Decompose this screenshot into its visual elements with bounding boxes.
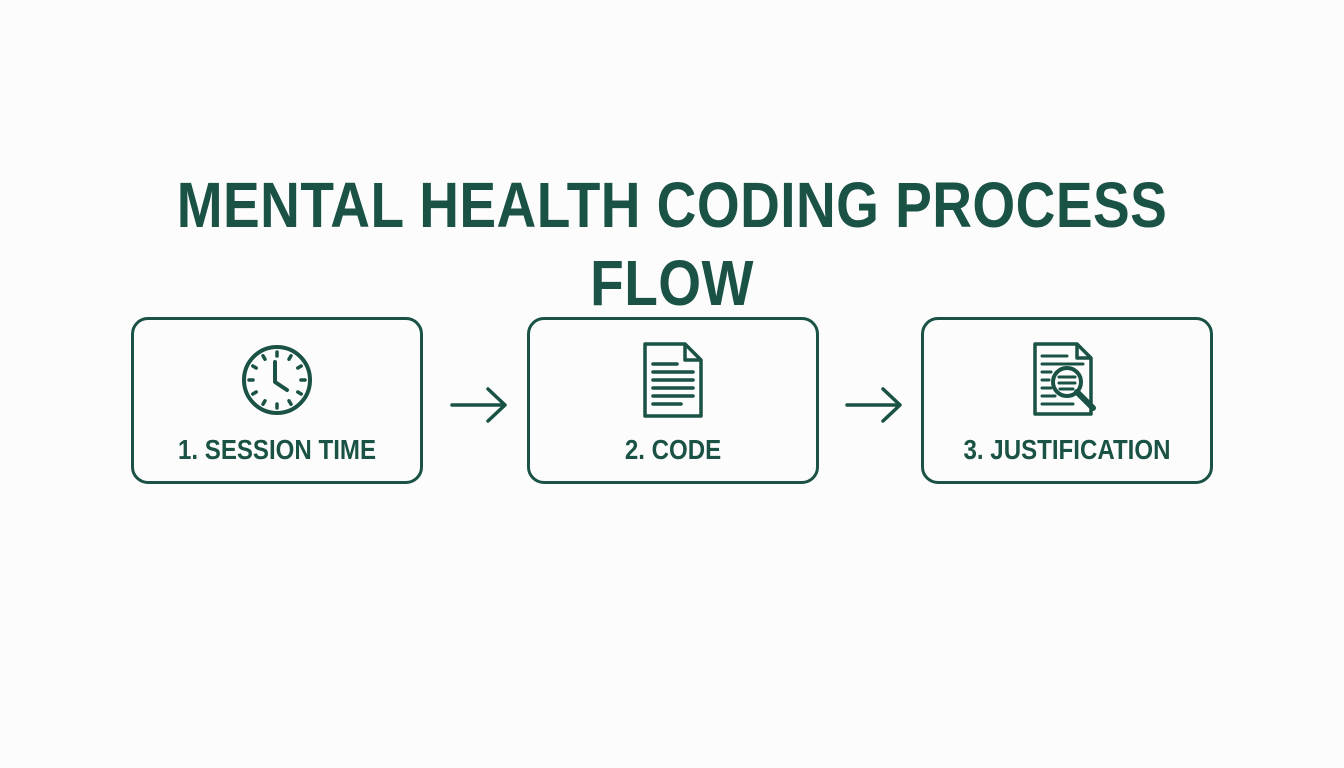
step-session-time: 1. SESSION TIME xyxy=(131,317,423,484)
arrow-right-icon xyxy=(450,387,507,423)
document-icon xyxy=(643,342,703,418)
step-code: 2. CODE xyxy=(527,317,819,484)
step-label: 3. JUSTIFICATION xyxy=(963,434,1171,465)
step-justification: 3. JUSTIFICATION xyxy=(921,317,1213,484)
clock-icon xyxy=(242,345,312,415)
step-label: 1. SESSION TIME xyxy=(177,434,377,465)
arrow-right-icon xyxy=(845,387,902,423)
diagram-title: MENTAL HEALTH CODING PROCESS FLOW xyxy=(176,169,1168,319)
step-label: 2. CODE xyxy=(624,434,722,465)
document-search-icon xyxy=(1033,342,1096,416)
